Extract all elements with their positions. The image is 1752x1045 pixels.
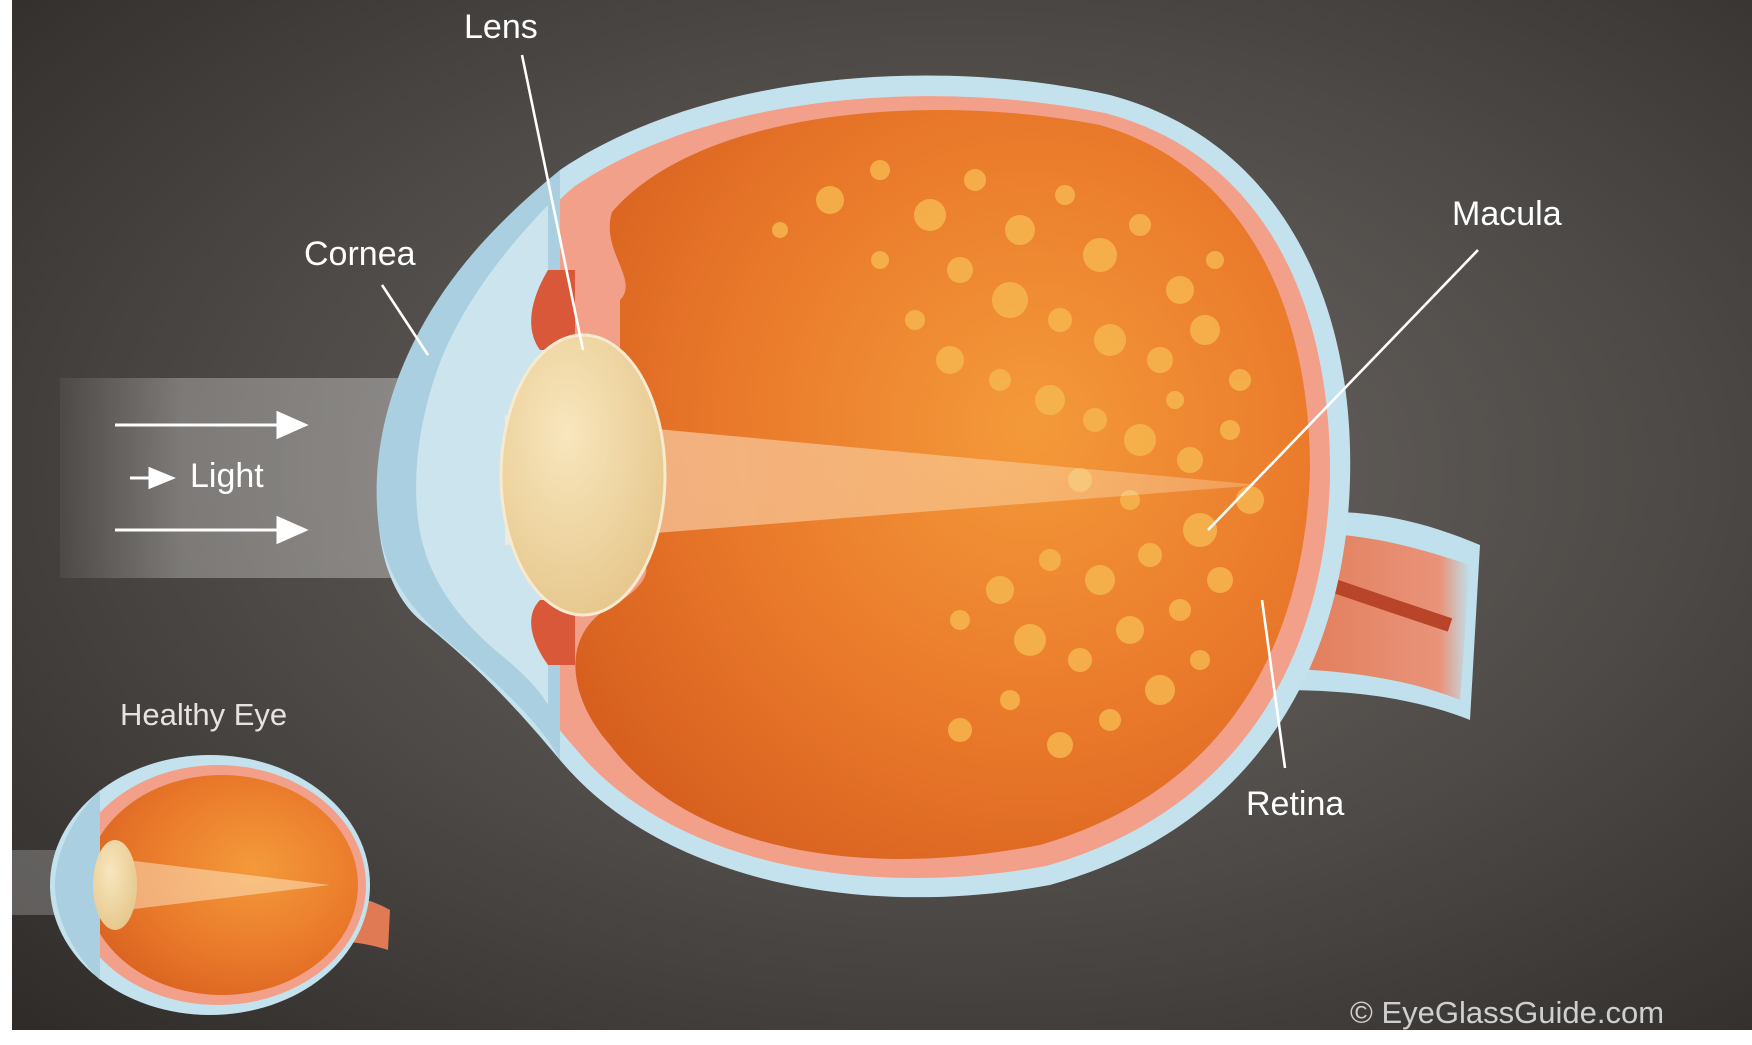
label-lens: Lens [464,8,538,46]
label-healthy-eye: Healthy Eye [120,697,287,732]
label-macula: Macula [1452,195,1562,233]
bottom-margin [0,1030,1752,1045]
label-cornea: Cornea [304,235,416,273]
left-margin [0,0,12,1045]
label-light: Light [190,457,264,495]
lens [501,335,665,615]
healthy-eye-lens [93,840,137,930]
label-retina: Retina [1246,785,1344,823]
copyright-credit: © EyeGlassGuide.com [1350,995,1664,1030]
